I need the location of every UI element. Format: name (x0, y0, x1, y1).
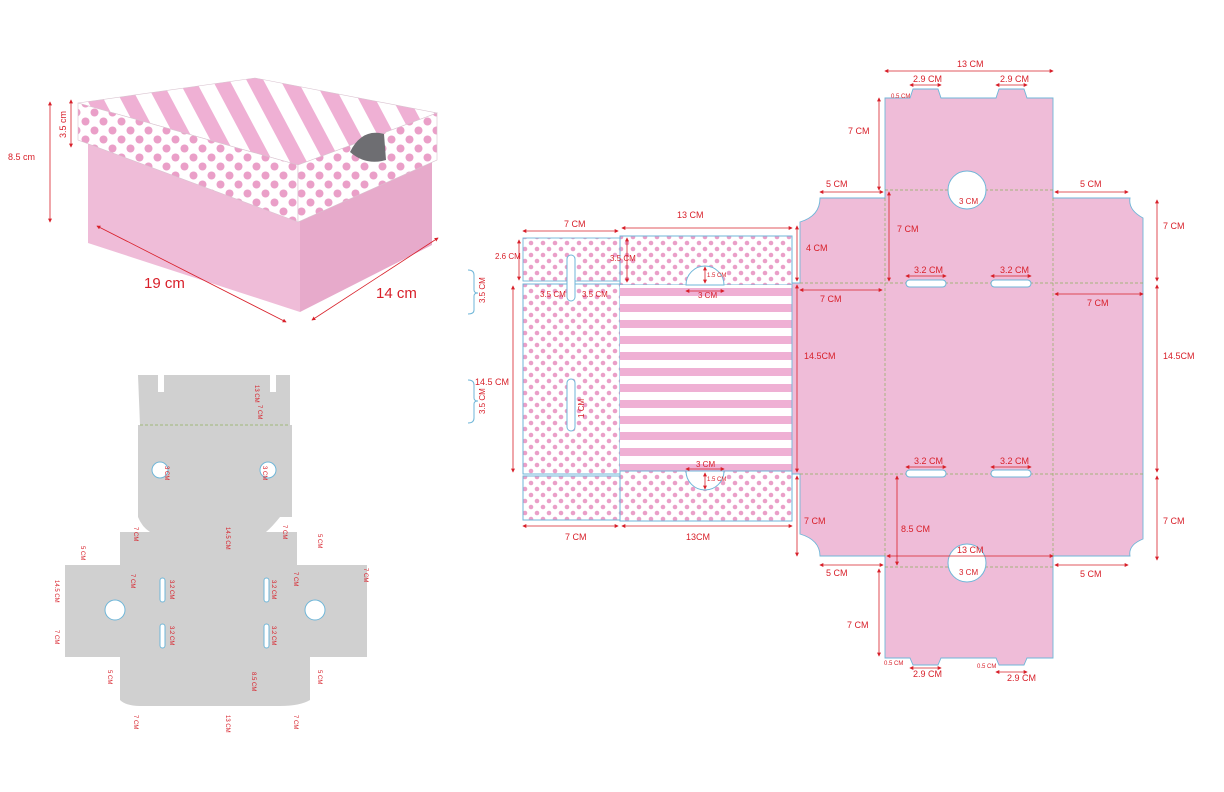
svg-text:7 CM: 7 CM (281, 525, 287, 539)
base-net: 13 CM 2.9 CM 2.9 CM 0.5 CM 7 CM 5 CM 5 C… (791, 59, 1195, 683)
svg-text:1.5 CM: 1.5 CM (707, 273, 726, 279)
grey-hole-1 (151, 461, 169, 479)
svg-text:7 CM: 7 CM (132, 715, 138, 729)
lid-top-striped (620, 285, 792, 471)
svg-text:1.5 CM: 1.5 CM (707, 477, 726, 483)
svg-text:7 CM: 7 CM (292, 715, 298, 729)
svg-text:3.5 CM: 3.5 CM (582, 290, 608, 299)
base-net-shape (791, 88, 1144, 666)
svg-text:7 CM: 7 CM (1163, 516, 1185, 526)
svg-text:3.5 CM: 3.5 CM (610, 254, 636, 263)
svg-text:13 CM: 13 CM (677, 210, 704, 220)
svg-text:7 CM: 7 CM (565, 532, 587, 542)
svg-text:7 CM: 7 CM (132, 527, 138, 541)
box-height-label: 8.5 cm (8, 152, 35, 162)
base-hole-bottom (947, 543, 987, 583)
finger-hole (350, 132, 386, 162)
grey-hole-3 (104, 599, 126, 621)
svg-text:5 CM: 5 CM (316, 670, 322, 684)
svg-text:2.6 CM: 2.6 CM (495, 252, 521, 261)
svg-text:3.2 CM: 3.2 CM (168, 626, 174, 645)
svg-text:3 CM: 3 CM (163, 466, 169, 480)
svg-text:5 CM: 5 CM (1080, 179, 1102, 189)
svg-text:8.5 CM: 8.5 CM (250, 672, 256, 691)
box-lid-side (297, 112, 438, 223)
grey-template: 13 CM 7 CM 3 CM 3 CM 7 CM 14.5 CM 7 CM 5… (53, 375, 368, 733)
svg-text:3 CM: 3 CM (959, 568, 978, 577)
svg-text:7 CM: 7 CM (804, 516, 826, 526)
svg-text:7 CM: 7 CM (53, 630, 59, 644)
svg-text:3.2 CM: 3.2 CM (914, 456, 943, 466)
svg-text:7 CM: 7 CM (129, 574, 135, 588)
svg-text:13 CM: 13 CM (957, 545, 984, 555)
svg-text:13 CM: 13 CM (253, 385, 259, 403)
svg-text:3 CM: 3 CM (959, 197, 978, 206)
svg-text:4 CM: 4 CM (806, 243, 828, 253)
svg-text:5 CM: 5 CM (826, 179, 848, 189)
box-length-label: 19 cm (144, 275, 185, 292)
svg-text:3.2 CM: 3.2 CM (270, 626, 276, 645)
svg-text:3 CM: 3 CM (261, 466, 267, 480)
grey-hole-4 (304, 599, 326, 621)
svg-text:13 CM: 13 CM (224, 715, 230, 733)
box-width-label: 14 cm (376, 285, 417, 302)
svg-text:5 CM: 5 CM (826, 568, 848, 578)
svg-text:7 CM: 7 CM (564, 219, 586, 229)
svg-text:14.5 CM: 14.5 CM (53, 580, 59, 603)
svg-text:0.5 CM: 0.5 CM (891, 94, 910, 100)
svg-text:0.5 CM: 0.5 CM (977, 664, 996, 670)
svg-text:14.5CM: 14.5CM (804, 351, 836, 361)
svg-text:8.5 CM: 8.5 CM (901, 524, 930, 534)
svg-text:3.5 CM: 3.5 CM (478, 388, 487, 414)
svg-text:3.2 CM: 3.2 CM (270, 580, 276, 599)
lid-flap-bottom-left (522, 475, 621, 521)
svg-text:3 CM: 3 CM (698, 291, 717, 300)
svg-text:7 CM: 7 CM (256, 405, 262, 419)
svg-text:3.2 CM: 3.2 CM (1000, 456, 1029, 466)
svg-text:3.2 CM: 3.2 CM (914, 265, 943, 275)
base-hole-top (947, 170, 987, 210)
svg-text:3.2 CM: 3.2 CM (1000, 265, 1029, 275)
svg-text:7 CM: 7 CM (292, 572, 298, 586)
svg-text:7 CM: 7 CM (1163, 221, 1185, 231)
svg-text:5 CM: 5 CM (1080, 569, 1102, 579)
svg-text:14.5 CM: 14.5 CM (224, 527, 230, 550)
svg-text:5 CM: 5 CM (316, 534, 322, 548)
svg-text:3 CM: 3 CM (696, 460, 715, 469)
svg-text:14.5 CM: 14.5 CM (475, 377, 509, 387)
svg-text:0.5 CM: 0.5 CM (884, 661, 903, 667)
svg-text:7 CM: 7 CM (848, 126, 870, 136)
svg-text:3.5 CM: 3.5 CM (478, 277, 487, 303)
svg-text:13 CM: 13 CM (957, 59, 984, 69)
lid-net: 7 CM 13 CM 2.6 CM 3.5 CM 3.5 CM 3.5 CM 1… (467, 210, 793, 542)
svg-text:5 CM: 5 CM (106, 670, 112, 684)
svg-text:3.5 CM: 3.5 CM (540, 290, 566, 299)
svg-text:7 CM: 7 CM (820, 294, 842, 304)
grey-hole-2 (259, 461, 277, 479)
svg-text:1 CM: 1 CM (577, 399, 586, 418)
lid-height-label: 3.5 cm (58, 111, 68, 138)
svg-text:14.5CM: 14.5CM (1163, 351, 1195, 361)
svg-text:7 CM: 7 CM (1087, 298, 1109, 308)
box-3d-view: 8.5 cm 3.5 cm 19 cm 14 cm (8, 77, 439, 323)
svg-text:5 CM: 5 CM (79, 546, 85, 560)
svg-text:3.2 CM: 3.2 CM (168, 580, 174, 599)
svg-text:2.9 CM: 2.9 CM (1007, 673, 1036, 683)
svg-text:13CM: 13CM (686, 532, 710, 542)
svg-text:7 CM: 7 CM (897, 224, 919, 234)
svg-text:2.9 CM: 2.9 CM (1000, 74, 1029, 84)
grey-template-shape (65, 375, 367, 706)
svg-text:2.9 CM: 2.9 CM (913, 74, 942, 84)
svg-text:2.9 CM: 2.9 CM (913, 669, 942, 679)
svg-text:7 CM: 7 CM (362, 568, 368, 582)
svg-text:7 CM: 7 CM (847, 620, 869, 630)
